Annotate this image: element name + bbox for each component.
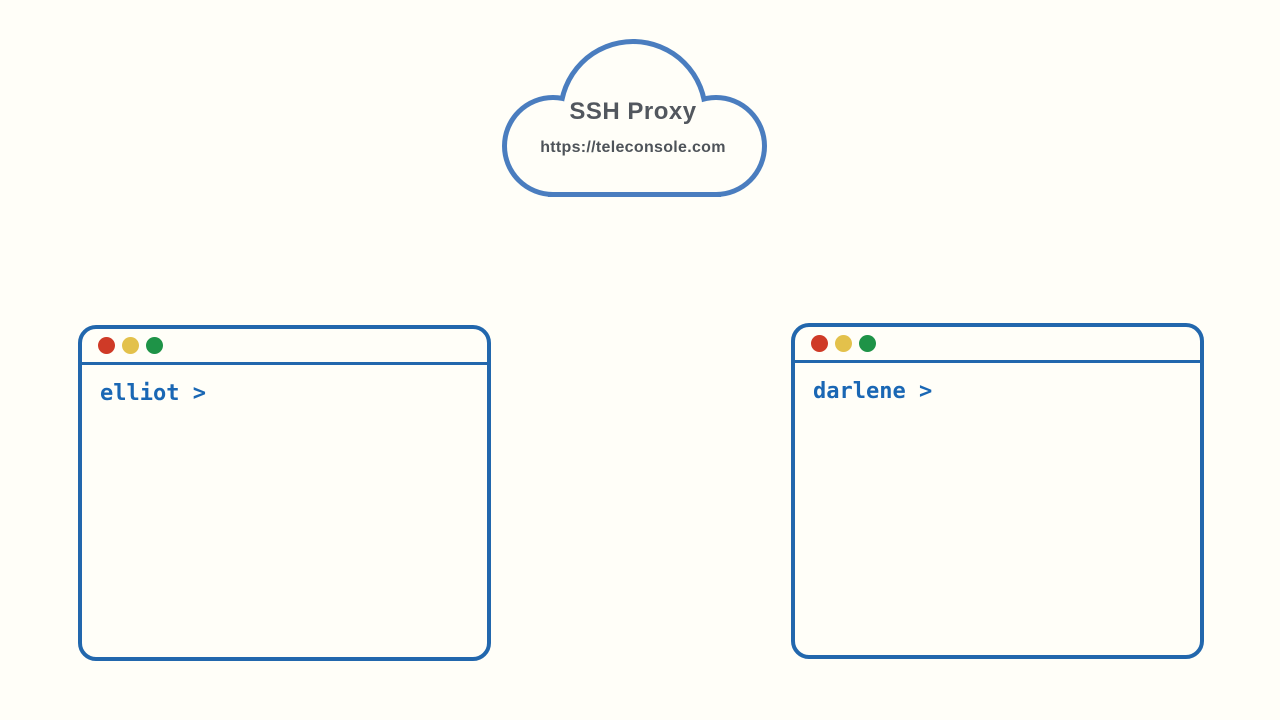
terminal-body[interactable]: elliot > [82,365,487,423]
terminal-titlebar [795,327,1200,363]
terminal-prompt: elliot > [100,381,206,406]
cloud-url: https://teleconsole.com [540,139,726,156]
terminal-prompt: darlene > [813,379,933,404]
maximize-button[interactable] [859,335,876,352]
close-button[interactable] [811,335,828,352]
cloud-title: SSH Proxy [569,98,697,125]
cloud-icon [502,39,767,197]
minimize-button[interactable] [122,337,139,354]
terminal-body[interactable]: darlene > [795,363,1200,421]
maximize-button[interactable] [146,337,163,354]
close-button[interactable] [98,337,115,354]
terminal-window-darlene[interactable]: darlene > [791,323,1204,659]
terminal-titlebar [82,329,487,365]
terminal-window-elliot[interactable]: elliot > [78,325,491,661]
cloud-labels: SSH Proxy https://teleconsole.com [500,98,766,158]
minimize-button[interactable] [835,335,852,352]
ssh-proxy-cloud: SSH Proxy https://teleconsole.com [500,37,770,202]
